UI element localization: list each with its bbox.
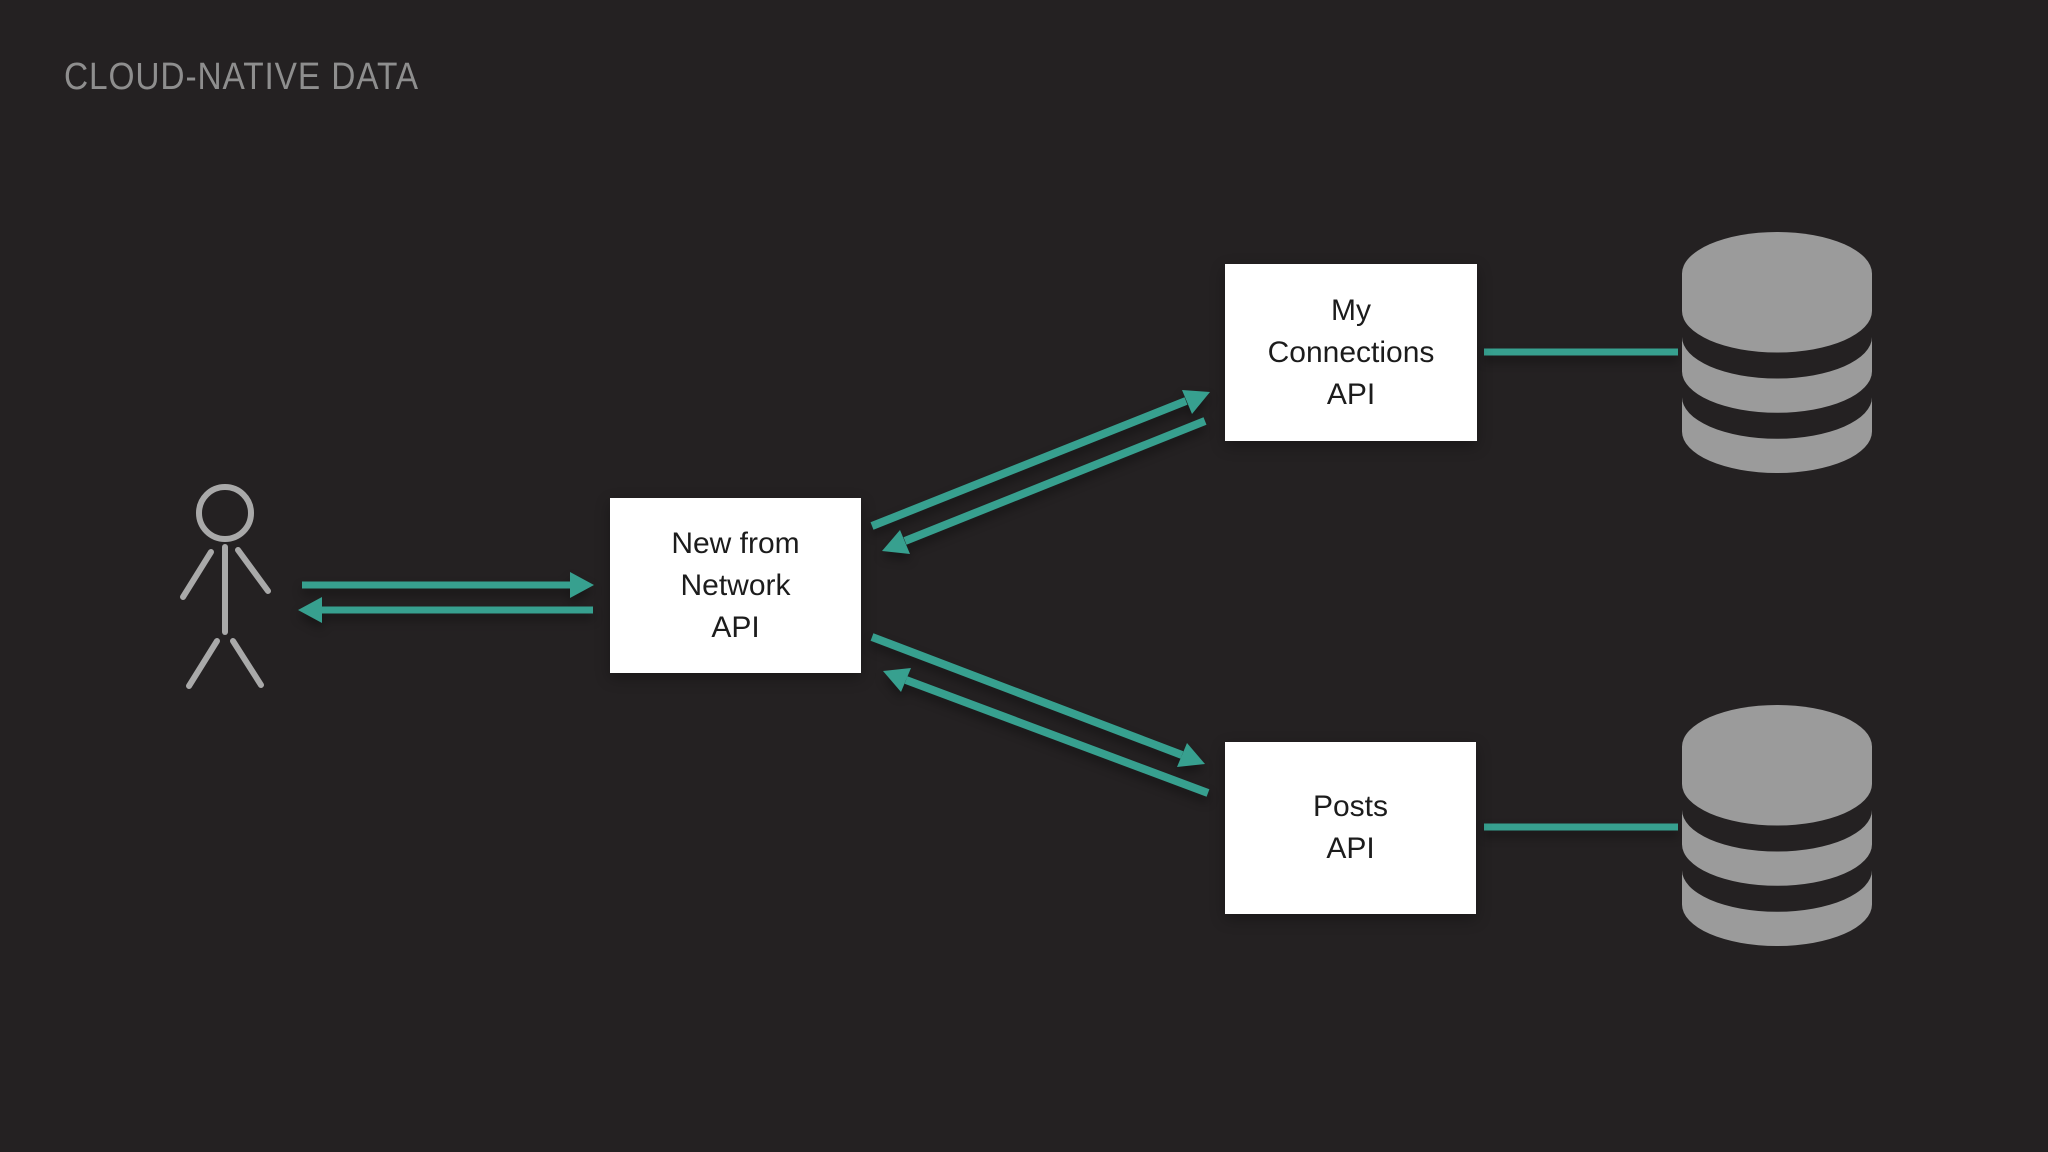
database-icon — [1682, 232, 1872, 474]
arrow-network-to-user — [298, 597, 593, 623]
arrow-connections-to-network — [882, 417, 1207, 554]
node-label-line: New from — [671, 526, 800, 560]
arrow-network-to-connections — [870, 390, 1210, 530]
arrow-user-to-network — [302, 572, 594, 598]
node-new-from-network-api: New from Network API — [610, 498, 861, 673]
node-label-line: API — [1326, 832, 1375, 865]
node-label-line: Connections — [1267, 335, 1435, 369]
node-my-connections-api: My Connections API — [1225, 264, 1477, 441]
node-label-line: API — [711, 610, 760, 644]
node-posts-api: Posts API — [1225, 742, 1476, 914]
arrow-posts-to-network — [883, 668, 1210, 797]
page-title: CLOUD-NATIVE DATA — [64, 56, 419, 98]
node-label-line: Posts — [1312, 790, 1389, 823]
user-icon — [180, 484, 271, 689]
arrow-network-to-posts — [870, 633, 1205, 767]
node-label-line: My — [1331, 293, 1371, 327]
database-icon — [1682, 705, 1872, 947]
node-label-line: Network — [680, 568, 791, 602]
node-label-line: API — [1326, 377, 1376, 411]
